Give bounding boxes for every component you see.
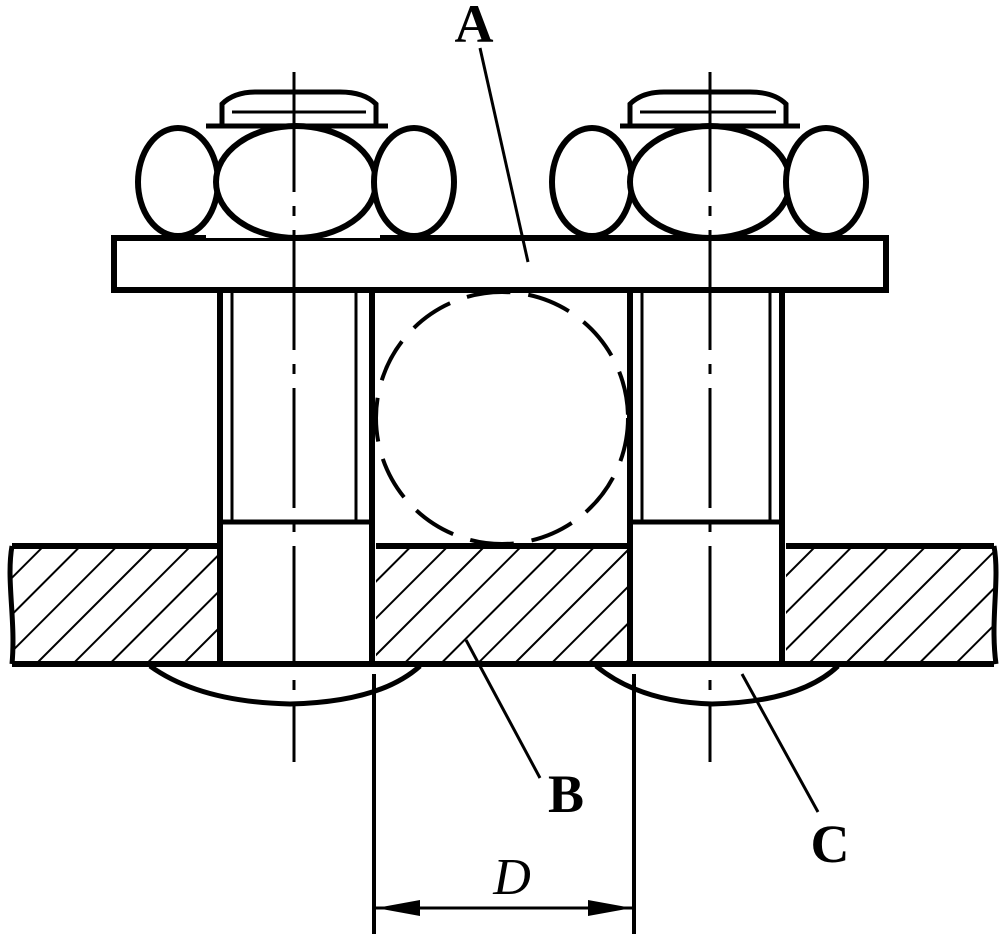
right-nut-face-left	[549, 125, 635, 239]
right-nut-washer	[627, 89, 789, 126]
left-bolt-shank	[217, 287, 375, 667]
leader-line-b	[464, 639, 542, 779]
base-plate-left-break	[7, 545, 16, 665]
leader-line-c	[740, 673, 820, 813]
right-bolt-shank	[627, 287, 785, 667]
label-d: D	[492, 849, 531, 906]
base-plate	[7, 543, 999, 667]
right-nut-face-right	[783, 125, 869, 239]
left-bolt-head	[148, 663, 422, 707]
dimension-d	[372, 674, 636, 934]
right-bolt	[627, 287, 785, 667]
left-nut-face-right	[371, 125, 457, 239]
left-nut-washer	[219, 89, 379, 126]
label-c: C	[811, 814, 850, 874]
left-nut-face-left	[135, 125, 221, 239]
clamp-plate	[111, 235, 889, 293]
base-plate-right-section	[786, 546, 994, 664]
left-nut	[135, 89, 457, 241]
right-bolt-head	[594, 664, 840, 707]
dimension-arrow-left	[376, 900, 420, 916]
label-a: A	[455, 0, 494, 54]
base-plate-left-section	[12, 546, 218, 664]
base-plate-middle-section	[376, 546, 628, 664]
dimension-arrow-right	[588, 900, 632, 916]
left-bolt	[217, 287, 375, 667]
workpiece-circle	[374, 290, 630, 546]
leader-line-a	[478, 47, 530, 263]
left-nut-face-center	[213, 123, 379, 241]
base-plate-right-break	[991, 545, 999, 665]
label-b: B	[548, 764, 584, 824]
